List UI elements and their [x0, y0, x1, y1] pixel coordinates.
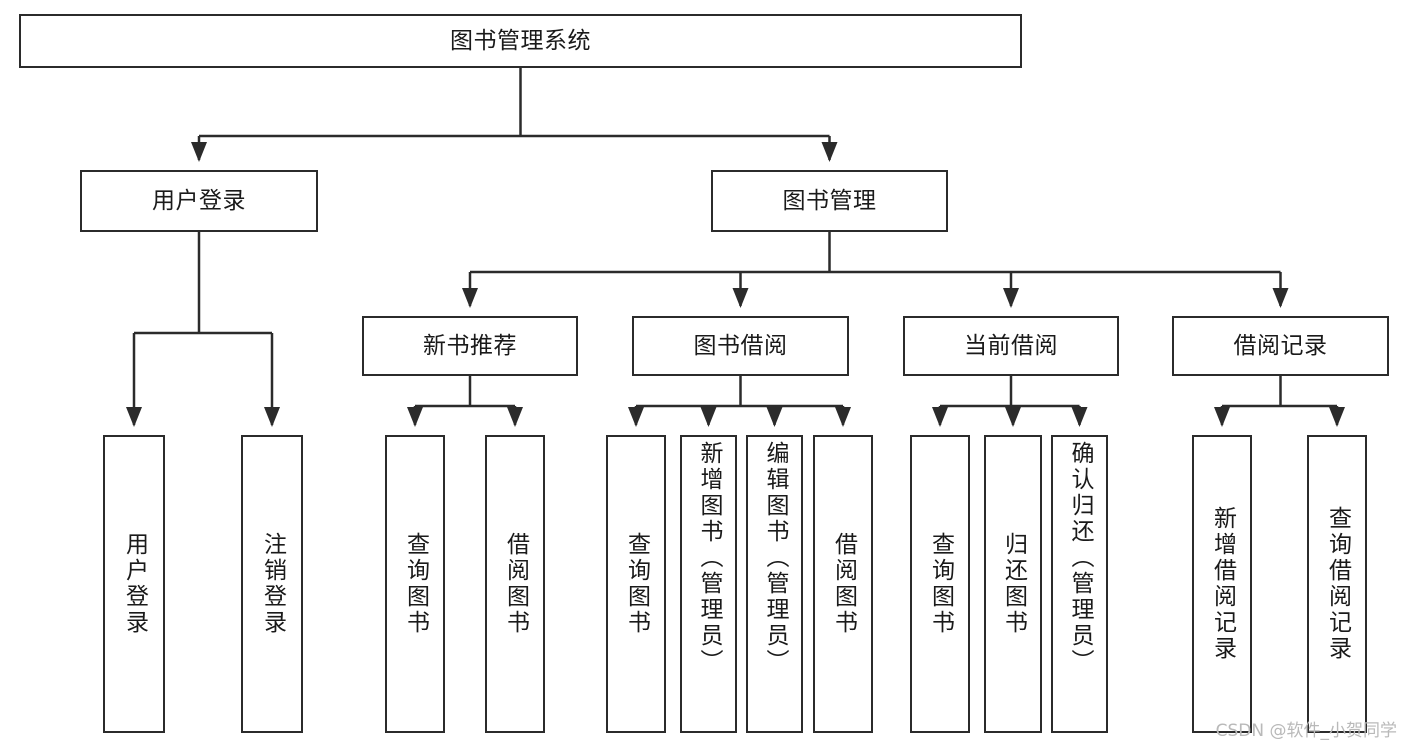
node-current-borrow[interactable]: 当前借阅 [903, 316, 1119, 376]
node-leaf-query-record[interactable]: 查询借阅记录 [1307, 435, 1367, 733]
node-leaf-query-book-cur-label: 查询图书 [927, 532, 954, 636]
node-root[interactable]: 图书管理系统 [19, 14, 1022, 68]
node-leaf-user-logout-label: 注销登录 [259, 532, 286, 636]
node-book-manage[interactable]: 图书管理 [711, 170, 948, 232]
node-leaf-add-record[interactable]: 新增借阅记录 [1192, 435, 1252, 733]
node-leaf-return-book-label: 归还图书 [1000, 532, 1027, 636]
node-leaf-query-book-rec-label: 查询图书 [402, 532, 429, 636]
node-leaf-confirm-return-label: 确认归还（管理员） [1067, 441, 1093, 675]
node-leaf-query-book-label: 查询图书 [623, 532, 650, 636]
node-leaf-query-book-cur[interactable]: 查询图书 [910, 435, 970, 733]
node-leaf-query-book-rec[interactable]: 查询图书 [385, 435, 445, 733]
node-user-login[interactable]: 用户登录 [80, 170, 318, 232]
node-borrow-record[interactable]: 借阅记录 [1172, 316, 1389, 376]
node-leaf-user-login-label: 用户登录 [121, 532, 148, 636]
node-user-login-label: 用户登录 [152, 187, 246, 214]
node-book-borrow-label: 图书借阅 [693, 332, 788, 359]
node-root-label: 图书管理系统 [450, 27, 591, 54]
node-borrow-record-label: 借阅记录 [1233, 332, 1328, 359]
node-leaf-add-book-label: 新增图书（管理员） [696, 441, 722, 675]
node-leaf-add-record-label: 新增借阅记录 [1209, 506, 1236, 662]
node-book-borrow[interactable]: 图书借阅 [632, 316, 849, 376]
node-leaf-confirm-return[interactable]: 确认归还（管理员） [1051, 435, 1108, 733]
node-leaf-borrow-book-label: 借阅图书 [830, 532, 857, 636]
node-leaf-user-logout[interactable]: 注销登录 [241, 435, 303, 733]
node-leaf-user-login[interactable]: 用户登录 [103, 435, 165, 733]
node-leaf-add-book[interactable]: 新增图书（管理员） [680, 435, 737, 733]
node-leaf-query-book[interactable]: 查询图书 [606, 435, 666, 733]
node-leaf-query-record-label: 查询借阅记录 [1324, 506, 1351, 662]
node-leaf-borrow-book[interactable]: 借阅图书 [813, 435, 873, 733]
node-leaf-borrow-book-rec[interactable]: 借阅图书 [485, 435, 545, 733]
node-current-borrow-label: 当前借阅 [964, 332, 1058, 359]
node-book-manage-label: 图书管理 [782, 187, 877, 214]
node-new-book-rec[interactable]: 新书推荐 [362, 316, 578, 376]
node-new-book-rec-label: 新书推荐 [423, 332, 517, 359]
node-leaf-borrow-book-rec-label: 借阅图书 [502, 532, 529, 636]
node-leaf-edit-book[interactable]: 编辑图书（管理员） [746, 435, 803, 733]
node-leaf-return-book[interactable]: 归还图书 [984, 435, 1042, 733]
watermark-text: CSDN @软件_小贺同学 [1215, 721, 1397, 741]
node-leaf-edit-book-label: 编辑图书（管理员） [762, 441, 788, 675]
